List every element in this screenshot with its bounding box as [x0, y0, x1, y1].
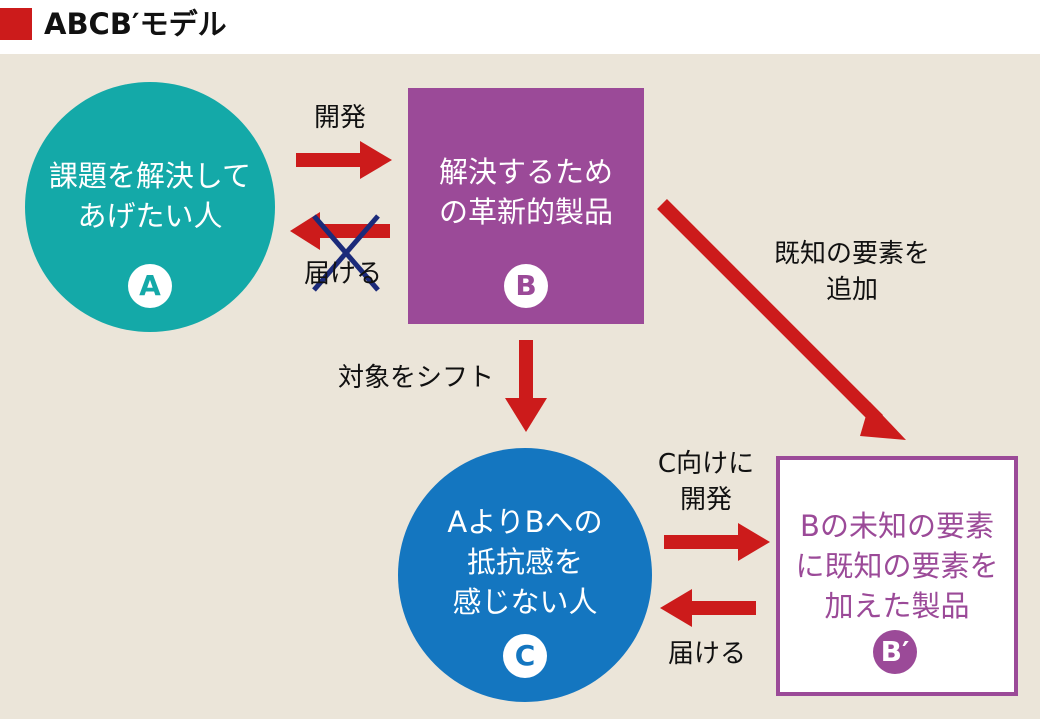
- node-a-line-1: 課題を解決して: [48, 159, 252, 193]
- edge-label-b-to-c: 対象をシフト: [337, 363, 494, 393]
- edge-label-c-to-bprime-line-2: 開発: [679, 485, 732, 515]
- edge-label-b-to-bprime-line-1: 既知の要素を: [773, 239, 930, 269]
- arrow-a-to-b: [296, 141, 392, 179]
- node-c-line-1: AよりBへの: [447, 505, 603, 539]
- arrow-b-to-c: [505, 340, 547, 432]
- node-b-badge: B: [504, 264, 548, 308]
- node-b-prime-badge: B′: [873, 630, 917, 674]
- node-b-prime-line-3: 加えた製品: [824, 589, 970, 623]
- node-c-line-2: 抵抗感を: [466, 545, 583, 579]
- node-b-prime-label: Bの未知の要素 に既知の要素を 加えた製品: [780, 506, 1014, 626]
- node-a-badge: A: [128, 264, 172, 308]
- edge-label-b-to-a: 届ける: [303, 259, 382, 289]
- node-b-line-1: 解決するため: [438, 155, 613, 189]
- arrow-bprime-to-c: [660, 589, 756, 627]
- page-title: ABCB′モデル: [44, 7, 227, 41]
- node-a-circle: [25, 82, 275, 332]
- arrow-c-to-bprime: [664, 523, 770, 561]
- edge-label-bprime-to-c: 届ける: [667, 639, 746, 669]
- edge-label-b-to-bprime: 既知の要素を 追加: [742, 236, 962, 308]
- node-b-line-2: の革新的製品: [438, 195, 613, 229]
- arrow-b-to-bprime: [657, 199, 906, 440]
- node-a-label: 課題を解決して あげたい人: [42, 156, 258, 236]
- node-b-prime-line-2: に既知の要素を: [795, 549, 999, 583]
- edge-label-b-to-bprime-line-2: 追加: [825, 275, 878, 305]
- node-c-label: AよりBへの 抵抗感を 感じない人: [420, 502, 630, 622]
- cross-mark-icon: [312, 214, 380, 292]
- node-c-circle: [398, 448, 652, 702]
- edge-label-c-to-bprime: C向けに 開発: [636, 446, 776, 518]
- edge-label-c-to-bprime-line-1: C向けに: [657, 449, 755, 479]
- node-c-line-3: 感じない人: [452, 585, 598, 619]
- arrow-b-to-a: [290, 212, 390, 250]
- node-b-prime-line-1: Bの未知の要素: [800, 509, 994, 543]
- header: ABCB′モデル: [0, 0, 1040, 52]
- node-b-label: 解決するため の革新的製品: [408, 152, 644, 232]
- edge-label-a-to-b: 開発: [313, 103, 366, 133]
- header-accent-block: [0, 8, 32, 40]
- node-a-line-2: あげたい人: [77, 199, 223, 233]
- node-c-badge: C: [503, 634, 547, 678]
